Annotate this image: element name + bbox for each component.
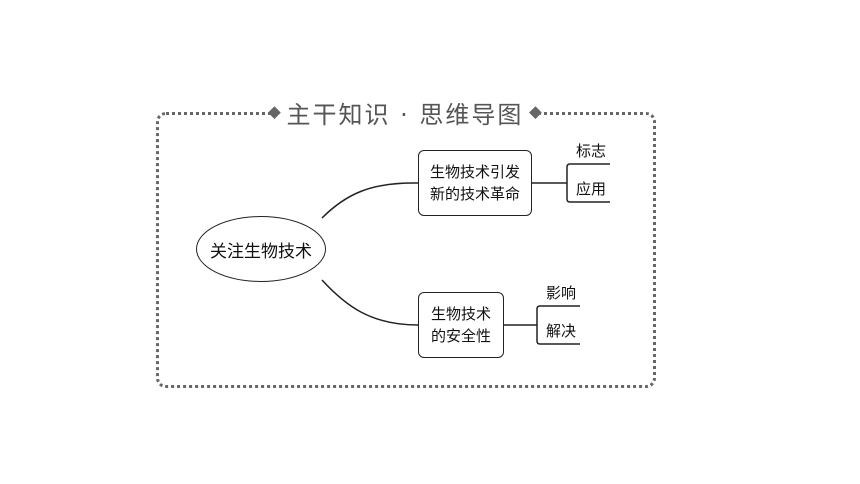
- branch-node-safety: 生物技术 的安全性: [418, 292, 504, 358]
- branch-node-line: 生物技术: [430, 305, 491, 323]
- bracket-branch1: [566, 163, 610, 203]
- central-topic-label: 关注生物技术: [210, 241, 312, 262]
- leaf-node-yingyong: 应用: [576, 180, 607, 198]
- branch-node-line: 新的技术革命: [429, 185, 520, 203]
- leaf-node-jiejue: 解决: [546, 322, 577, 340]
- bracket-branch2: [536, 305, 580, 345]
- leaf-node-yingxiang: 影响: [546, 284, 577, 302]
- leaf-node-biaozhi: 标志: [576, 142, 607, 160]
- branch-node-line: 的安全性: [430, 327, 491, 345]
- section-header: 主干知识 · 思维导图: [268, 94, 542, 130]
- connector-central-branch1: [321, 182, 419, 219]
- connector-central-branch2: [321, 279, 419, 326]
- branch-node-tech-revolution: 生物技术引发 新的技术革命: [418, 150, 532, 216]
- central-topic-node: 关注生物技术: [196, 216, 326, 282]
- header-title: 主干知识 · 思维导图: [286, 100, 524, 129]
- branch-node-line: 生物技术引发: [429, 163, 520, 181]
